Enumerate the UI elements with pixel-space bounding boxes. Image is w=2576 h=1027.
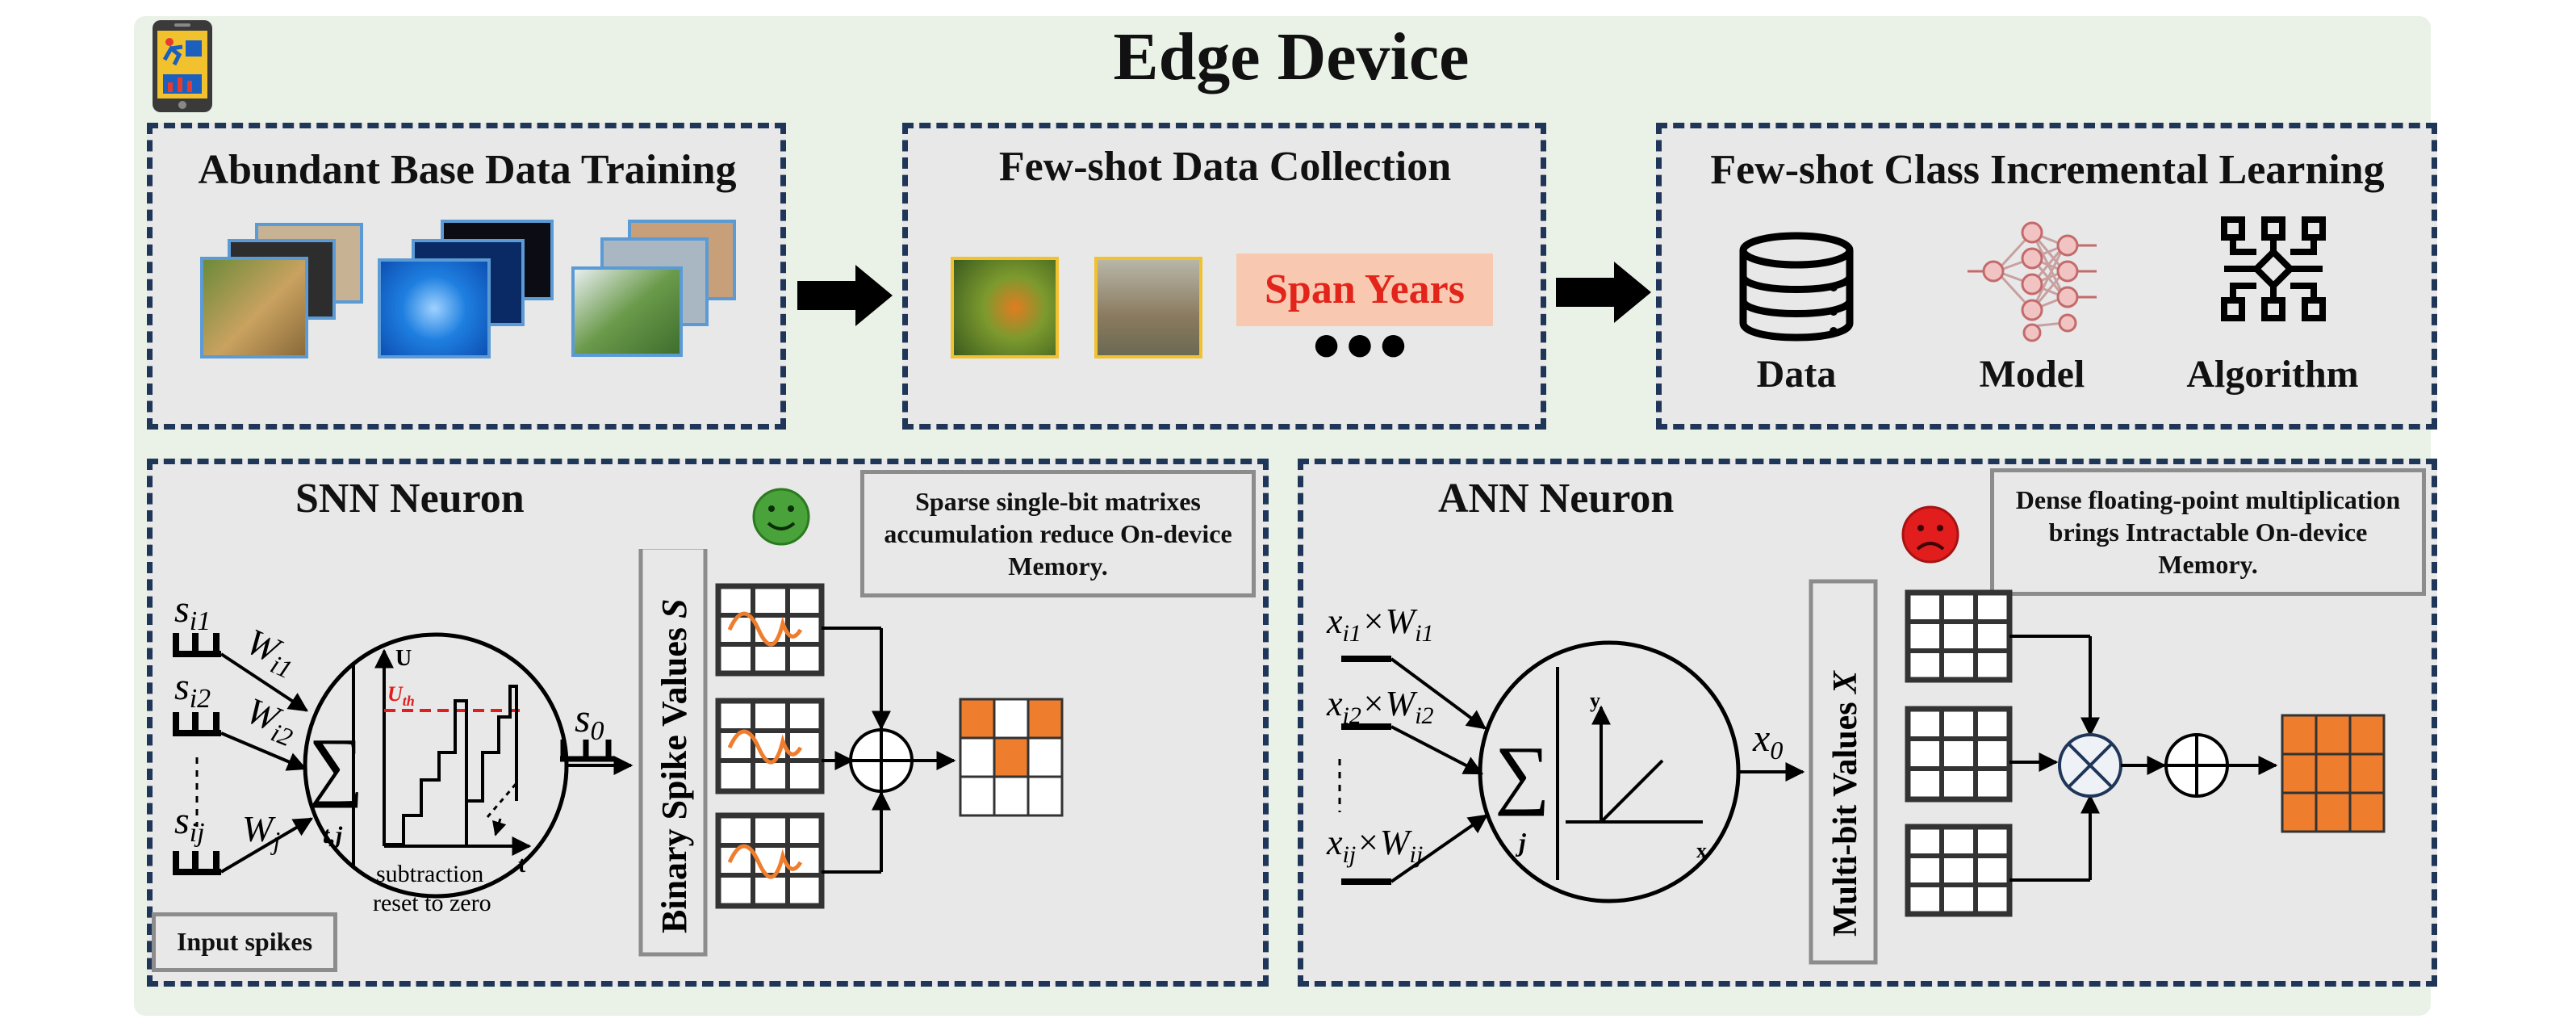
binary-spike-box: [638, 549, 708, 957]
reset-text-1: subtraction: [376, 861, 483, 887]
snn-title: SNN Neuron: [295, 476, 525, 522]
input-label-si2: si2: [174, 665, 211, 714]
input-spikes-label: Input spikes: [152, 912, 337, 972]
dog-photo-front: [200, 257, 308, 358]
ann-axis-y-label: y: [1590, 689, 1600, 712]
binary-spike-label: Binary Spike Values S: [654, 598, 694, 933]
bird-photo: [571, 266, 683, 357]
output-cell: [2348, 752, 2386, 794]
flow-arrow-1: [797, 265, 893, 326]
weight-matrix-2: [1905, 706, 2013, 803]
fscil-model-label: Model: [1979, 353, 2085, 396]
ann-input-1: xi1×Wi1: [1326, 602, 1434, 647]
snn-note: Sparse single-bit matrixes accumulation …: [860, 470, 1256, 597]
output-cell: [959, 775, 996, 817]
ann-add-operator: [2164, 733, 2229, 798]
output-cell: [1027, 736, 1064, 778]
spike-matrix-1: [715, 583, 825, 677]
fscil-label: Few-shot Class Incremental Learning: [1710, 147, 2385, 193]
ann-input-2: xi2×Wi2: [1326, 684, 1434, 729]
ann-output-matrix: [2281, 714, 2386, 833]
sad-face-icon: [1901, 505, 1959, 564]
threshold-label: Uth: [387, 682, 415, 709]
algorithm-icon: [2221, 216, 2326, 321]
fscil-data-label: Data: [1756, 353, 1837, 396]
mobile-app-icon: [153, 20, 212, 112]
spike-matrix-3: [715, 812, 825, 909]
page-title: Edge Device: [1113, 19, 1470, 94]
output-cell: [2281, 714, 2318, 756]
ann-output-label: x0: [1752, 717, 1783, 765]
reset-text-2: reset to zero: [373, 890, 491, 916]
few-shot-collection-label: Few-shot Data Collection: [998, 144, 1452, 190]
output-cell: [2281, 791, 2318, 833]
spike-matrix-2: [715, 698, 825, 794]
output-cell: [2315, 791, 2352, 833]
output-cell: [2281, 752, 2318, 794]
span-years-badge: Span Years: [1236, 254, 1493, 326]
ann-sum-subscript: j: [1515, 828, 1526, 857]
snn-neuron-diagram: si1 si2 sij Wi1 Wi2 Wj ∑ t,j U Uth t sub…: [173, 549, 1064, 957]
flow-arrow-2: [1556, 262, 1651, 323]
weight-wi2: Wi2: [239, 690, 303, 752]
output-cell: [2315, 714, 2352, 756]
membrane-potential-2: [465, 685, 518, 845]
output-spike-train: [560, 740, 615, 762]
snn-add-operator: [849, 728, 914, 793]
ann-input-3: xij×Wij: [1326, 823, 1423, 868]
snn-output-matrix: [959, 698, 1064, 817]
output-cell: [993, 698, 1030, 740]
ann-title: ANN Neuron: [1438, 476, 1675, 522]
axis-u-label: U: [395, 646, 412, 671]
weight-matrix-1: [1905, 589, 2013, 683]
axis-t-label: t: [518, 853, 526, 878]
output-cell: [1027, 698, 1064, 740]
output-cell: [959, 736, 996, 778]
input-spike-train-3: [173, 851, 221, 875]
snn-output-label: s0: [575, 695, 604, 746]
weight-wi1: Wi1: [238, 621, 303, 685]
output-cell: [993, 775, 1030, 817]
blue-flower-photo: [378, 258, 491, 358]
input-label-si1: si1: [174, 588, 211, 636]
database-icon: [1739, 232, 1854, 342]
ann-neuron-diagram: xi1×Wi1 xi2×Wi2 xij×Wij ∑ j y x x0 Multi…: [1326, 579, 2386, 965]
output-cell: [1027, 775, 1064, 817]
input-label-sij: sij: [174, 799, 205, 848]
output-cell: [959, 698, 996, 740]
neural-network-icon: [1968, 221, 2097, 342]
fscil-algorithm-label: Algorithm: [2186, 353, 2359, 396]
snn-sum-subscript: t,j: [323, 822, 343, 849]
multi-bit-label: Multi-bit Values X: [1827, 670, 1864, 937]
ann-sum-symbol: ∑: [1495, 730, 1549, 816]
output-cell: [2348, 714, 2386, 756]
ann-multiply-operator: [2058, 733, 2122, 798]
ann-note: Dense floating-point multiplication brin…: [1990, 468, 2426, 596]
input-spike-train-1: [173, 633, 221, 657]
output-cell: [993, 736, 1030, 778]
output-cell: [2348, 791, 2386, 833]
membrane-potential-1: [384, 699, 468, 846]
multi-bit-box: [1809, 579, 1878, 965]
happy-face-icon: [752, 488, 810, 546]
ellipsis-dots: ●●●: [1313, 328, 1415, 361]
hyena-photo: [1094, 257, 1202, 358]
base-training-label: Abundant Base Data Training: [198, 147, 737, 193]
ann-axis-x-label: x: [1696, 839, 1707, 862]
snail-photo: [951, 257, 1059, 358]
input-spike-train-2: [173, 712, 221, 736]
snn-sum-symbol: ∑: [308, 722, 363, 808]
output-cell: [2315, 752, 2352, 794]
weight-matrix-3: [1905, 824, 2013, 917]
